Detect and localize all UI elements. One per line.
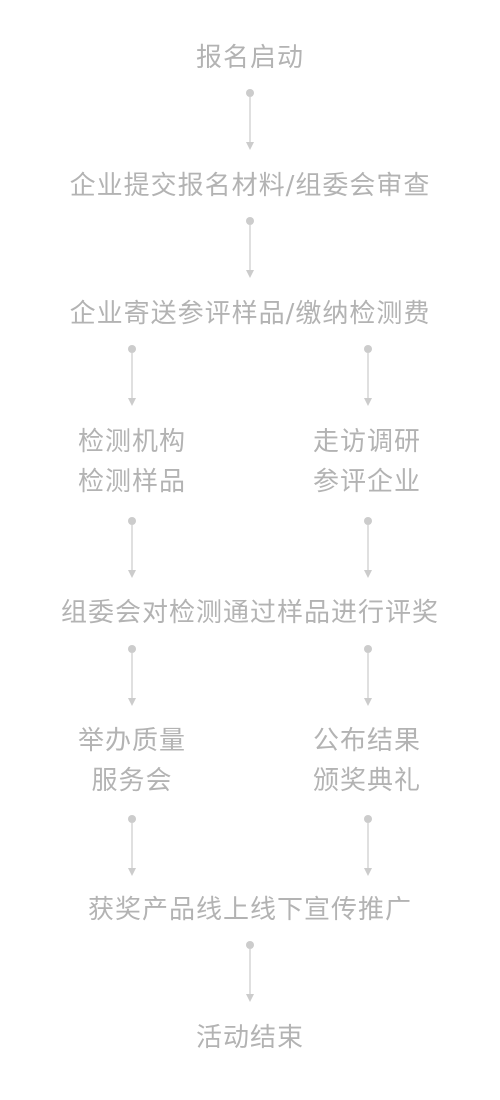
down-arrow-icon <box>128 345 136 406</box>
down-arrow-icon <box>128 645 136 706</box>
down-arrow-icon <box>364 815 372 876</box>
down-arrow-icon <box>364 345 372 406</box>
branch-label-line: 检测样品 <box>77 467 186 497</box>
step-award-evaluation: 组委会对检测通过样品进行评奖 <box>60 598 439 628</box>
branch-site-visit: 走访调研 参评企业 <box>257 422 477 502</box>
down-arrow-icon <box>128 517 136 578</box>
down-arrow-icon <box>246 217 254 278</box>
branch-quality-service-meeting: 举办质量 服务会 <box>22 721 242 801</box>
connector-arrow-left <box>126 814 138 878</box>
connector-arrow <box>244 88 256 152</box>
step-event-end: 活动结束 <box>195 1023 304 1053</box>
connector-arrow-left <box>126 516 138 580</box>
down-arrow-icon <box>128 815 136 876</box>
connector-arrow <box>244 216 256 280</box>
step-registration-start: 报名启动 <box>195 43 304 73</box>
step-send-samples: 企业寄送参评样品/缴纳检测费 <box>69 299 431 329</box>
connector-arrow-right <box>362 344 374 408</box>
connector-arrow-left <box>126 644 138 708</box>
down-arrow-icon <box>364 517 372 578</box>
down-arrow-icon <box>246 941 254 1002</box>
branch-label-line: 颁奖典礼 <box>312 766 421 796</box>
branch-award-ceremony: 公布结果 颁奖典礼 <box>257 721 477 801</box>
branch-label-line: 服务会 <box>91 766 173 796</box>
connector-arrow-right <box>362 644 374 708</box>
branch-label-line: 检测机构 <box>77 427 186 457</box>
down-arrow-icon <box>246 89 254 150</box>
connector-arrow-right <box>362 814 374 878</box>
connector-arrow-right <box>362 516 374 580</box>
step-promotion: 获奖产品线上线下宣传推广 <box>87 895 412 925</box>
down-arrow-icon <box>364 645 372 706</box>
step-submit-materials: 企业提交报名材料/组委会审查 <box>69 171 431 201</box>
connector-arrow <box>244 940 256 1004</box>
branch-label-line: 举办质量 <box>77 726 186 756</box>
connector-arrow-left <box>126 344 138 408</box>
branch-label-line: 公布结果 <box>312 726 421 756</box>
branch-label-line: 走访调研 <box>312 427 421 457</box>
branch-testing-agency: 检测机构 检测样品 <box>22 422 242 502</box>
branch-label-line: 参评企业 <box>312 467 421 497</box>
